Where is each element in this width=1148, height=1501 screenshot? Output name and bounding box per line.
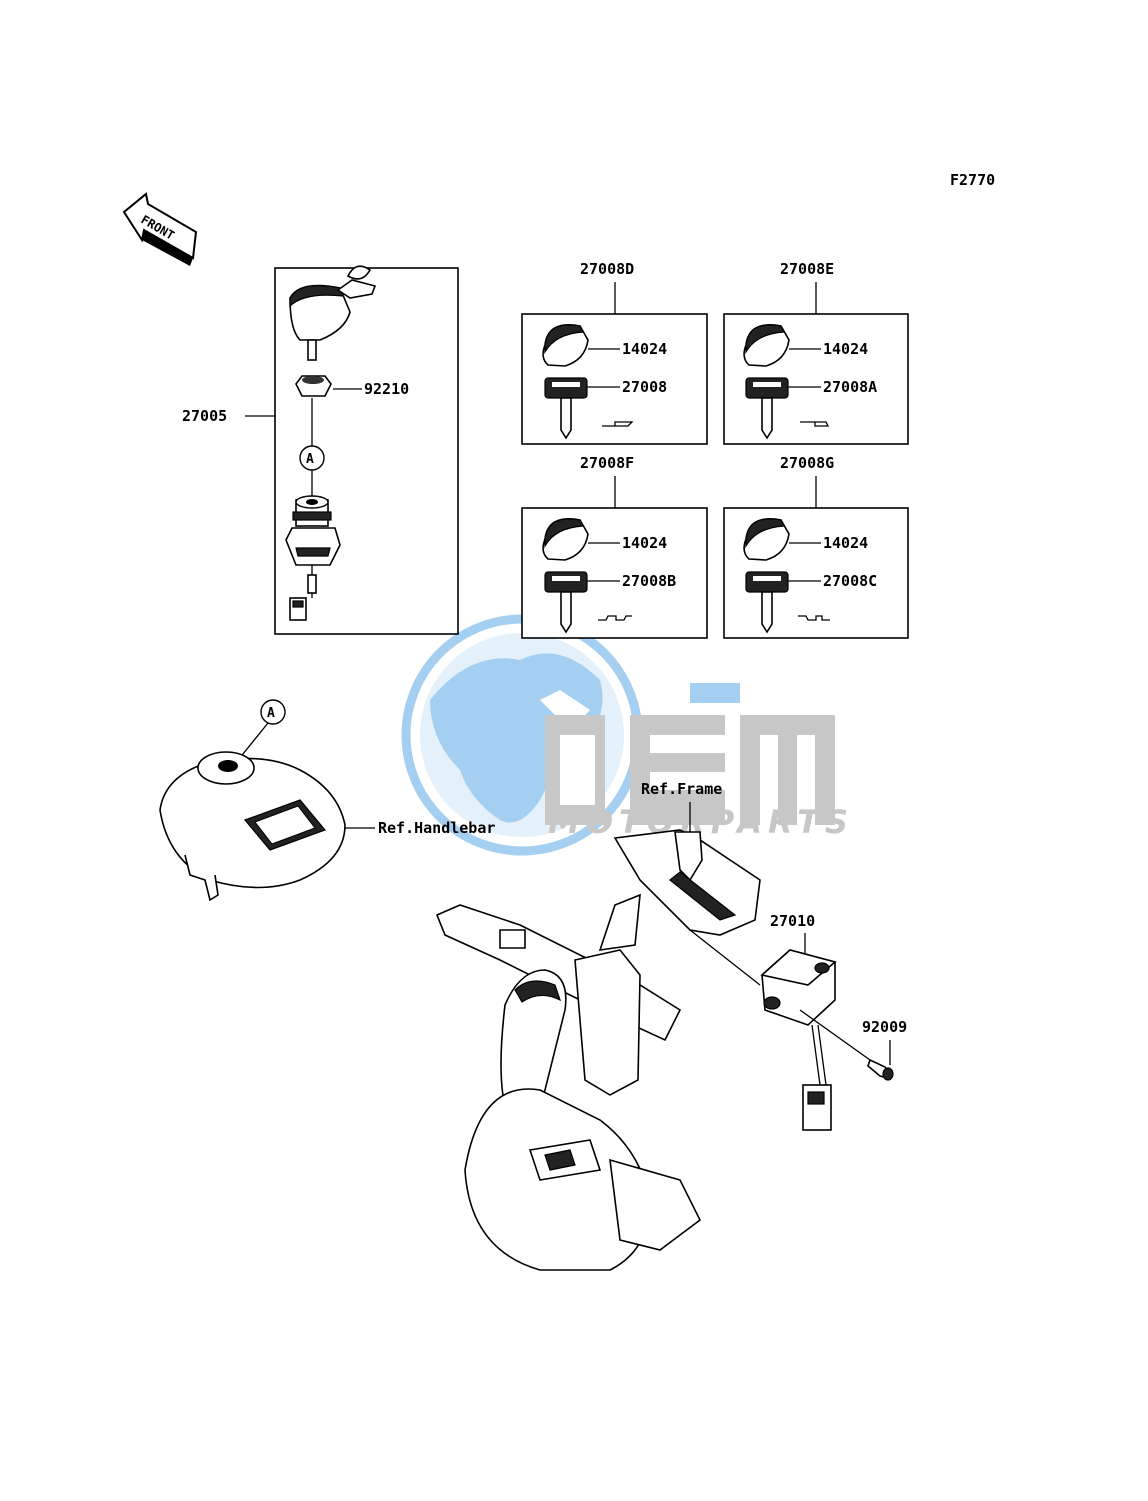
key-cut-icon <box>602 421 634 427</box>
ignition-switch-icon <box>285 495 341 621</box>
key-icon <box>544 377 588 440</box>
switch-number: 27010 <box>770 912 815 930</box>
key-set-27008g: 27008G 14024 27008C <box>723 454 909 639</box>
bolt-92009: 92009 <box>862 1018 907 1081</box>
key-icon <box>745 377 789 440</box>
key-set-27008f: 27008F 14024 27008B <box>521 454 708 639</box>
cover-number: 14024 <box>823 534 868 552</box>
key-set-27008e: 27008E 14024 27008A <box>723 260 909 445</box>
key-cover-icon <box>743 518 790 561</box>
key-set-number: 27008G <box>780 454 834 472</box>
key-number: 27008A <box>823 378 877 396</box>
key-cut-icon <box>598 615 632 621</box>
key-cover-icon <box>289 265 377 361</box>
ref-handlebar: Ref.Handlebar <box>378 819 495 837</box>
bolt-number: 92009 <box>862 1018 907 1036</box>
callout-a-icon: A <box>299 445 325 471</box>
key-number: 27008B <box>622 572 676 590</box>
watermark-tagline: MOTORPARTS <box>548 803 854 841</box>
key-cover-icon <box>542 518 589 561</box>
ref-frame: Ref.Frame <box>641 780 722 798</box>
figure-code: F2770 <box>950 171 995 189</box>
key-cover-icon <box>743 324 790 367</box>
nut-icon <box>295 375 332 397</box>
key-set-27008d: 27008D 14024 27008 <box>521 260 708 445</box>
switch-27010: 27010 <box>760 912 871 1131</box>
frame: Ref.Frame <box>435 780 761 1271</box>
key-cover-icon <box>542 324 589 367</box>
assembly-number: 27005 <box>182 407 227 425</box>
callout-a-label: A <box>306 452 314 467</box>
front-arrow: FRONT <box>122 192 198 266</box>
cover-number: 14024 <box>622 534 667 552</box>
key-set-number: 27008D <box>580 260 634 278</box>
cover-number: 14024 <box>622 340 667 358</box>
key-cut-icon <box>798 615 830 621</box>
key-set-number: 27008E <box>780 260 834 278</box>
key-cut-icon <box>800 421 830 427</box>
key-number: 27008 <box>622 378 667 396</box>
watermark: MOTORPARTS <box>401 614 854 856</box>
key-set-number: 27008F <box>580 454 634 472</box>
key-number: 27008C <box>823 572 877 590</box>
ignition-switch-box: 27005 92210 A <box>182 265 459 635</box>
handlebar-cover: A Ref.Handlebar <box>159 699 495 902</box>
callout-a-icon: A <box>260 699 286 725</box>
callout-a-label: A <box>267 706 275 721</box>
key-icon <box>544 571 588 634</box>
cover-number: 14024 <box>823 340 868 358</box>
key-icon <box>745 571 789 634</box>
nut-number: 92210 <box>364 380 409 398</box>
